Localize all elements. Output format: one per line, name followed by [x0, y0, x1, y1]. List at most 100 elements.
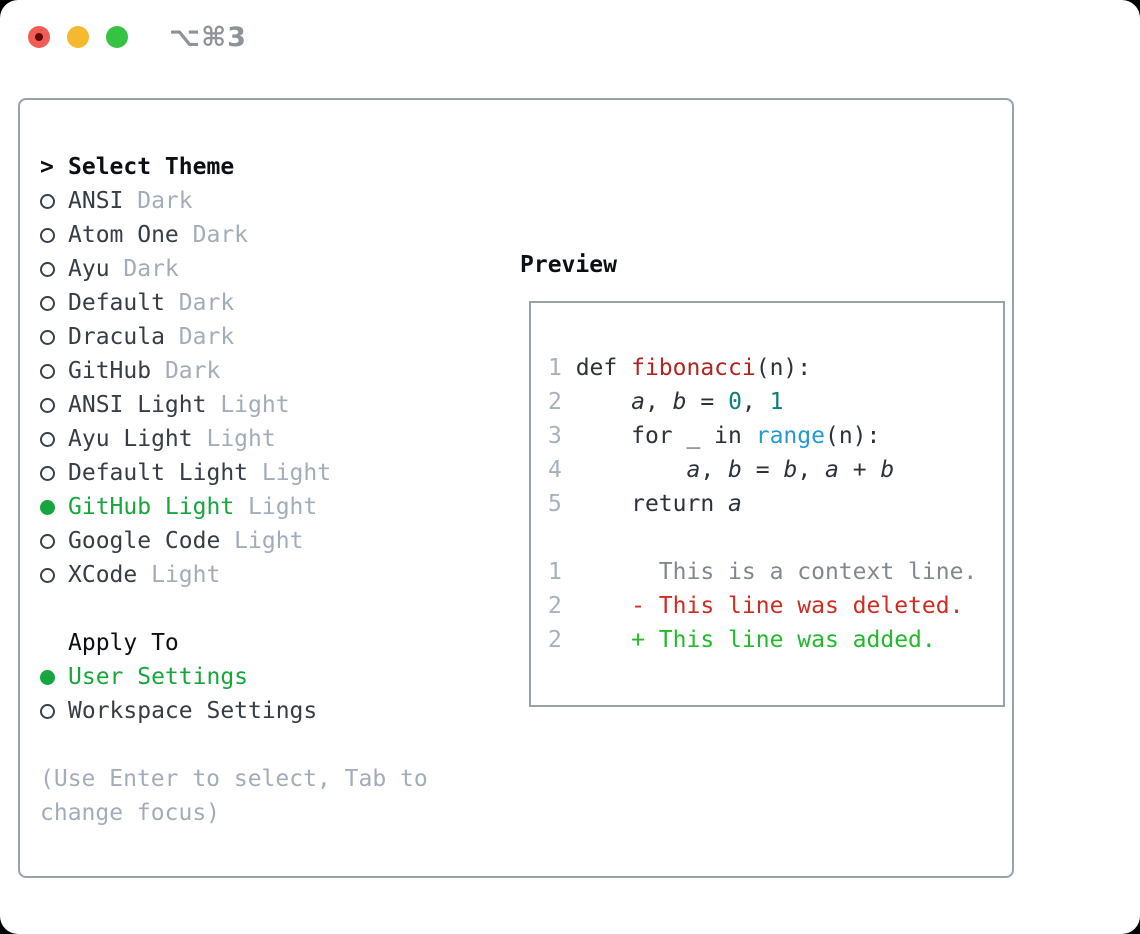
option-row-ansi[interactable]: ANSI Dark — [40, 184, 480, 218]
code-segment-add: + This line was added. — [575, 627, 936, 653]
code-segment-code: , — [741, 389, 770, 415]
close-button[interactable] — [28, 26, 50, 48]
line-number: 4 — [548, 457, 576, 483]
code-line: 4 a, b = b, a + b — [548, 453, 977, 487]
option-variant-tag: Dark — [151, 358, 221, 384]
code-segment-func: fibonacci — [631, 355, 756, 381]
code-segment-num: 0 — [728, 389, 742, 415]
minimize-button[interactable] — [67, 26, 89, 48]
radio-unselected-icon — [40, 397, 55, 413]
code-blank-line — [548, 521, 977, 555]
line-number: 3 — [548, 423, 576, 449]
option-row-github[interactable]: GitHub Dark — [40, 354, 480, 388]
option-name: GitHub — [68, 358, 152, 384]
line-number: 1 — [548, 355, 576, 381]
code-segment-builtin: range — [755, 423, 825, 449]
option-name: Workspace Settings — [68, 698, 318, 724]
option-name: Atom One — [68, 222, 179, 248]
option-row-ayu[interactable]: Ayu Dark — [40, 252, 480, 286]
option-row-google-code[interactable]: Google Code Light — [40, 524, 480, 558]
option-variant-tag: Light — [234, 494, 318, 520]
code-segment-code: return — [575, 491, 729, 517]
code-segment-code: def — [575, 355, 632, 381]
radio-unselected-icon — [40, 533, 55, 549]
code-line: 5 return a — [548, 487, 977, 521]
cursor-chevron-icon: > — [40, 150, 68, 184]
line-number: 5 — [548, 491, 576, 517]
code-segment-var: b — [880, 457, 895, 483]
radio-unselected-icon — [40, 363, 55, 379]
code-segment-code: = — [686, 389, 729, 415]
option-name: Google Code — [68, 528, 221, 554]
code-segment-code — [576, 389, 631, 415]
line-number: 2 — [548, 627, 576, 653]
option-row-ayu-light[interactable]: Ayu Light Light — [40, 422, 480, 456]
hint-text-line: change focus) — [40, 800, 221, 826]
code-segment-var: a — [686, 457, 701, 483]
option-variant-tag: Dark — [164, 324, 235, 350]
code-segment-var: a — [631, 389, 645, 415]
select-theme-label: Select Theme — [68, 154, 235, 180]
option-name: Ayu — [68, 256, 110, 282]
option-row-ansi-light[interactable]: ANSI Light Light — [40, 388, 480, 422]
option-variant-tag: Dark — [109, 256, 179, 282]
code-segment-code: = — [741, 457, 784, 483]
option-row-user-settings[interactable]: User Settings — [40, 660, 480, 694]
code-segment-code — [576, 457, 687, 483]
line-number: 1 — [548, 559, 576, 585]
apply-to-header: Apply To — [40, 626, 480, 660]
option-name: ANSI Light — [68, 392, 207, 418]
option-variant-tag: Dark — [178, 222, 249, 248]
code-segment-var: a — [825, 457, 839, 483]
code-segment-code: , — [700, 457, 729, 483]
code-line: 2 - This line was deleted. — [548, 589, 977, 623]
code-line: 1 This is a context line. — [548, 555, 977, 589]
radio-selected-icon — [40, 669, 55, 685]
code-line: 3 for _ in range(n): — [548, 419, 977, 453]
apply-to-label: Apply To — [68, 630, 179, 656]
code-line: 2 a, b = 0, 1 — [548, 385, 977, 419]
radio-unselected-icon — [40, 465, 55, 481]
option-variant-tag: Dark — [123, 188, 193, 214]
code-segment-var: a — [728, 491, 742, 517]
line-number: 2 — [548, 593, 576, 619]
radio-unselected-icon — [40, 567, 55, 583]
zoom-button[interactable] — [106, 26, 128, 48]
hint-text: change focus) — [40, 796, 480, 830]
code-segment-code: (n): — [755, 355, 812, 381]
code-segment-code: for _ in — [575, 423, 756, 449]
spacer-row — [40, 592, 480, 626]
option-name: User Settings — [68, 664, 249, 690]
option-name: Ayu Light — [68, 426, 193, 452]
option-row-github-light[interactable]: GitHub Light Light — [40, 490, 480, 524]
hint-text-line: (Use Enter to select, Tab to — [40, 766, 428, 792]
chevron-right-icon: > — [40, 154, 54, 180]
option-variant-tag: Light — [248, 460, 332, 486]
option-row-default[interactable]: Default Dark — [40, 286, 480, 320]
option-row-xcode[interactable]: XCode Light — [40, 558, 480, 592]
title-bar: ⌥⌘3 — [0, 0, 1140, 74]
code-segment-ctx: This is a context line. — [575, 559, 978, 585]
option-row-workspace-settings[interactable]: Workspace Settings — [40, 694, 480, 728]
option-variant-tag: Light — [137, 562, 221, 588]
code-segment-del: - This line was deleted. — [575, 593, 964, 619]
code-segment-code: , — [797, 457, 826, 483]
radio-unselected-icon — [40, 193, 55, 209]
option-name: Default Light — [68, 460, 249, 486]
select-theme-header: > Select Theme — [40, 150, 480, 184]
radio-unselected-icon — [40, 703, 55, 719]
radio-selected-icon — [40, 499, 55, 515]
option-row-atom-one[interactable]: Atom One Dark — [40, 218, 480, 252]
option-row-default-light[interactable]: Default Light Light — [40, 456, 480, 490]
code-segment-num: 1 — [769, 389, 784, 415]
option-name: Dracula — [68, 324, 165, 350]
code-segment-code: (n): — [824, 423, 881, 449]
radio-unselected-icon — [40, 329, 55, 345]
option-row-dracula[interactable]: Dracula Dark — [40, 320, 480, 354]
option-name: Default — [68, 290, 165, 316]
window-shortcut-label: ⌥⌘3 — [169, 22, 247, 53]
